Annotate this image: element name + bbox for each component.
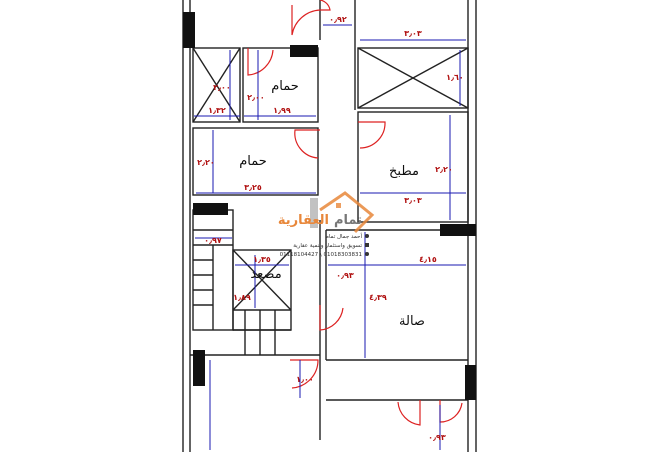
dim-top-right: ٣٫٠٣ [404,29,422,38]
dim-bath2-w: ٣٫٢٥ [244,183,262,192]
watermark-logo: تمام العقارية أحمد جمال تمام تسويق واستث… [278,191,375,258]
dim-stair-landing: ٠٫٩٧ [204,236,222,245]
columns [183,12,476,400]
dim-door: ١٫٠٠ [296,375,314,384]
walls [182,0,477,452]
dim-top-corridor: ٠٫٩٢ [329,15,347,24]
dim-bath2-h: ٢٫٢٠ [197,158,215,167]
room-label-elevator: مصعد [250,267,281,282]
dim-bath1-w: ١٫٩٩ [273,106,291,115]
brand-primary: تمام [334,213,362,228]
dim-corridor: ٠٫٩٣ [336,271,354,280]
dim-left-shaft-h: ٢٫٠٠ [213,83,231,92]
contact-phones: 01118104427 \ 01018303831 [280,252,362,258]
dim-hall-h: ٤٫٣٩ [369,293,387,302]
house-roof-icon [319,191,375,234]
room-label-hall: صالة [399,314,425,329]
dimension-lines [194,24,466,450]
doors [247,0,463,426]
dimension-labels: ٠٫٩٢ ٣٫٠٣ ١٫٦٠ ٢٫٠٠ ٢٫٠٠ ١٫٣٢ ١٫٩٩ ٢٫٢٠ … [197,15,464,442]
brand-secondary: العقارية [278,213,329,228]
phone-icon [365,252,369,256]
dim-kitchen-w: ٣٫٠٣ [404,196,422,205]
dim-elevator-h: ١٫٨٩ [233,293,251,302]
room-label-bath2: حمام [239,154,267,169]
person-icon [365,234,369,238]
dim-bath1-h: ٢٫٠٠ [247,93,265,102]
dim-hall-w: ٤٫١٥ [419,255,437,264]
room-label-bath1: حمام [271,79,299,94]
contact-name: أحمد جمال تمام [325,232,362,240]
dim-right-shaft: ١٫٦٠ [446,73,464,82]
dim-left-shaft-w: ١٫٣٢ [208,106,226,115]
room-label-kitchen: مطبخ [389,164,419,179]
dim-elevator-w: ١٫٣٥ [253,255,271,264]
dim-kitchen-h: ٢٫٢٠ [435,165,453,174]
shafts [192,47,469,311]
dim-bottom-right: ٠٫٩٣ [428,433,446,442]
briefcase-icon [365,243,369,247]
staircase [193,229,291,355]
contact-tagline: تسويق واستثمار وتنمية عقارية [293,243,362,249]
